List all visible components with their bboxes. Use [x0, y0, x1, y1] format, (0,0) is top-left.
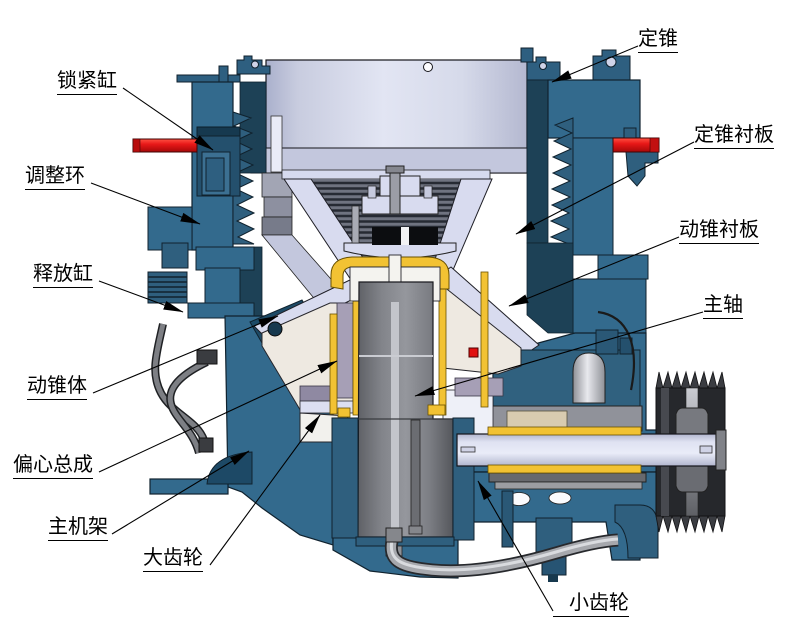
label-shi-fang-gang: 释放缸	[33, 257, 93, 288]
accumulator-bottle	[572, 352, 606, 404]
left-column-adjusting-ring	[147, 55, 271, 319]
eccentric-and-shaft	[261, 254, 522, 557]
label-da-chi-lun: 大齿轮	[143, 541, 203, 572]
leader-pian-xin-zong-cheng	[98, 360, 338, 473]
countershaft	[456, 426, 727, 474]
label-ding-zhui-chen-ban: 定锥衬板	[694, 118, 774, 149]
leader-xiao-chi-lun	[477, 480, 554, 612]
leader-ding-zhui-chen-ban	[515, 141, 695, 235]
leader-da-chi-lun	[209, 414, 321, 566]
leader-zhu-ji-jia	[111, 450, 250, 535]
leader-zhu-zhou	[414, 311, 704, 397]
hydraulic-hoses	[151, 323, 218, 455]
leader-tiao-zheng-huan	[90, 182, 201, 225]
label-suo-jin-gang: 锁紧缸	[57, 64, 117, 95]
label-zhu-zhou: 主轴	[703, 288, 743, 319]
leader-shi-fang-gang	[98, 280, 184, 313]
label-tiao-zheng-huan: 调整环	[25, 159, 85, 190]
label-dong-zhui-ti: 动锥体	[27, 369, 87, 400]
leader-dong-zhui-chen-ban	[508, 236, 680, 307]
label-zhu-ji-jia: 主机架	[48, 510, 108, 541]
oil-pipe	[384, 527, 619, 578]
label-xiao-chi-lun: 小齿轮	[553, 586, 629, 617]
bowl-hole	[423, 62, 433, 72]
bowl-support-section	[261, 172, 346, 309]
leader-ding-zhui	[551, 45, 639, 83]
feed-plate-assembly	[343, 165, 457, 259]
label-dong-zhui-chen-ban: 动锥衬板	[679, 213, 759, 244]
red-tie-rods	[132, 137, 660, 358]
leader-suo-jin-gang	[122, 87, 214, 151]
label-pian-xin-zong-cheng: 偏心总成	[13, 448, 93, 479]
leader-dong-zhui-ti	[92, 315, 279, 394]
label-ding-zhui: 定锥	[638, 22, 678, 53]
